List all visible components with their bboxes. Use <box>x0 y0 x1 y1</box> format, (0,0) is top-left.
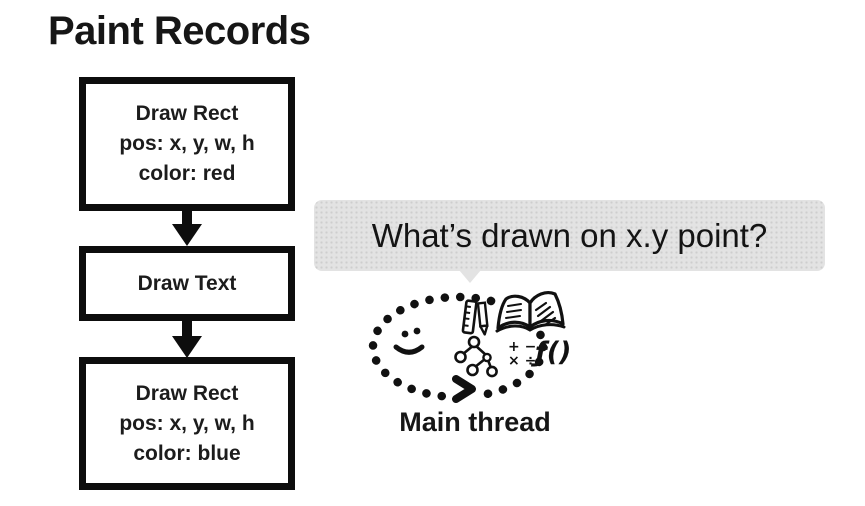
math-symbols-line1: + − <box>508 339 536 355</box>
math-symbols-icon: + − × ÷ <box>508 339 536 369</box>
tree-graph-icon <box>454 335 498 378</box>
flow-box-draw-text: Draw Text <box>79 246 295 321</box>
arrow-down-icon <box>182 207 192 227</box>
ruler-icon <box>461 299 478 335</box>
box-line: pos: x, y, w, h <box>119 132 255 155</box>
box-line: Draw Text <box>137 271 237 295</box>
pencil-icon <box>476 301 489 336</box>
open-book-icon <box>495 291 566 333</box>
chevron-arrow-icon <box>450 372 480 404</box>
arrow-down-icon <box>172 336 202 358</box>
box-line: pos: x, y, w, h <box>119 411 255 435</box>
box-line: Draw Rect <box>135 381 239 405</box>
arrow-down-icon <box>172 224 202 246</box>
speech-bubble: What’s drawn on x.y point? <box>314 200 825 271</box>
box-line: color: red <box>138 162 236 185</box>
function-icon: ƒ() <box>530 337 571 368</box>
speech-bubble-tail <box>459 270 481 283</box>
box-line: color: blue <box>133 441 241 465</box>
box-line: Draw Rect <box>135 102 239 125</box>
page-title: Paint Records <box>48 9 311 53</box>
flow-box-draw-rect-red: Draw Rect pos: x, y, w, h color: red <box>79 77 295 211</box>
arrow-down-icon <box>182 321 192 339</box>
smiley-face-icon <box>393 327 425 355</box>
speech-bubble-text: What’s drawn on x.y point? <box>371 216 768 254</box>
math-symbols-line2: × ÷ <box>508 353 536 369</box>
main-thread-illustration: + − × ÷ ƒ() <box>368 291 571 404</box>
main-thread-label: Main thread <box>399 407 551 437</box>
flow-box-draw-rect-blue: Draw Rect pos: x, y, w, h color: blue <box>79 357 295 490</box>
